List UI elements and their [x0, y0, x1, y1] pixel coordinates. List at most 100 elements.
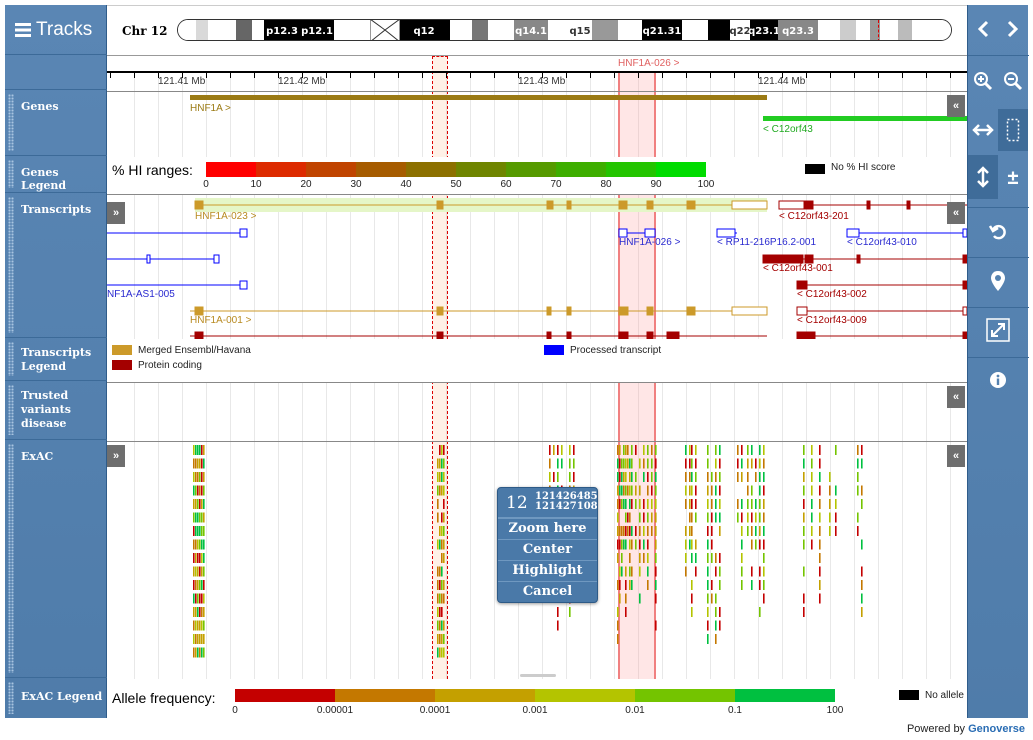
exac-variant[interactable]: [441, 458, 443, 469]
exac-variant[interactable]: [203, 553, 205, 563]
exac-variant[interactable]: [707, 512, 709, 523]
exac-variant[interactable]: [691, 472, 693, 482]
exac-variant[interactable]: [715, 553, 717, 563]
exac-variant[interactable]: [689, 512, 691, 523]
exac-variant[interactable]: [197, 647, 199, 658]
exac-variant[interactable]: [647, 526, 649, 536]
exac-variant[interactable]: [443, 647, 445, 658]
exac-variant[interactable]: [643, 445, 645, 455]
transcript-exon[interactable]: [846, 228, 860, 238]
exac-variant[interactable]: [437, 634, 439, 644]
exac-variant[interactable]: [441, 620, 443, 631]
exac-variant[interactable]: [741, 580, 743, 590]
exac-variant[interactable]: [441, 445, 443, 455]
transcript-exon[interactable]: [796, 306, 808, 316]
exac-variant[interactable]: [621, 472, 623, 482]
exac-variant[interactable]: [439, 539, 441, 550]
exac-variant[interactable]: [441, 634, 443, 644]
exac-variant[interactable]: [619, 499, 621, 509]
exac-variant[interactable]: [193, 499, 195, 509]
exac-variant[interactable]: [763, 472, 765, 482]
exac-variant[interactable]: [625, 593, 627, 604]
exac-variant[interactable]: [759, 445, 761, 455]
transcript-exon[interactable]: [566, 306, 572, 316]
transcript-exon[interactable]: [146, 254, 151, 264]
exac-variant[interactable]: [437, 512, 439, 523]
exac-variant[interactable]: [631, 539, 633, 550]
exac-variant[interactable]: [569, 607, 571, 617]
exac-variant[interactable]: [803, 485, 805, 496]
track-label-transcripts[interactable]: Transcripts: [5, 193, 107, 338]
zoom-here-button[interactable]: Zoom here: [498, 518, 597, 539]
exac-variant[interactable]: [651, 458, 653, 469]
exac-variant[interactable]: [719, 566, 721, 577]
exac-variant[interactable]: [861, 593, 863, 604]
exac-variant[interactable]: [199, 620, 201, 631]
exac-variant[interactable]: [715, 593, 717, 604]
exac-variant[interactable]: [715, 472, 717, 482]
exac-variant[interactable]: [835, 526, 837, 536]
exac-variant[interactable]: [625, 566, 627, 577]
exac-variant[interactable]: [617, 485, 619, 496]
exac-variant[interactable]: [197, 634, 199, 644]
transcript-exon[interactable]: [566, 200, 572, 210]
exac-variant[interactable]: [741, 445, 743, 455]
exac-variant[interactable]: [819, 553, 821, 563]
exac-variant[interactable]: [747, 445, 749, 455]
exac-variant[interactable]: [625, 472, 627, 482]
exac-variant[interactable]: [443, 458, 445, 469]
exac-variant[interactable]: [199, 485, 201, 496]
tracks-menu-button[interactable]: Tracks: [5, 5, 107, 55]
exac-variant[interactable]: [619, 485, 621, 496]
exac-variant[interactable]: [707, 553, 709, 563]
exac-variant[interactable]: [617, 607, 619, 617]
exac-variant[interactable]: [639, 499, 641, 509]
exac-variant[interactable]: [197, 553, 199, 563]
exac-variant[interactable]: [647, 485, 649, 496]
exac-variant[interactable]: [803, 566, 805, 577]
exac-variant[interactable]: [201, 553, 203, 563]
track-label-genes[interactable]: Genes: [5, 90, 107, 156]
exac-variant[interactable]: [203, 634, 205, 644]
exac-variant[interactable]: [755, 512, 757, 523]
exac-variant[interactable]: [719, 620, 721, 631]
exac-variant[interactable]: [861, 607, 863, 617]
exac-variant[interactable]: [643, 499, 645, 509]
exac-variant[interactable]: [631, 445, 633, 455]
drag-handle-icon[interactable]: [8, 160, 14, 188]
exac-variant[interactable]: [755, 499, 757, 509]
karyotype-position-marker[interactable]: [878, 20, 880, 40]
exac-variant[interactable]: [811, 472, 813, 482]
vertical-resize-button[interactable]: [968, 155, 998, 199]
exac-variant[interactable]: [741, 472, 743, 482]
exac-variant[interactable]: [741, 526, 743, 536]
exac-variant[interactable]: [759, 566, 761, 577]
exac-variant[interactable]: [439, 593, 441, 604]
transcript-exon[interactable]: [716, 228, 736, 238]
expand-track-button[interactable]: »: [107, 445, 125, 467]
exac-variant[interactable]: [719, 458, 721, 469]
drag-handle-icon[interactable]: [8, 342, 14, 376]
exac-variant[interactable]: [199, 593, 201, 604]
exac-variant[interactable]: [617, 472, 619, 482]
exac-variant[interactable]: [647, 553, 649, 563]
exac-variant[interactable]: [655, 472, 657, 482]
exac-variant[interactable]: [737, 458, 739, 469]
exac-variant[interactable]: [759, 485, 761, 496]
exac-variant[interactable]: [707, 607, 709, 617]
exac-variant[interactable]: [751, 512, 753, 523]
exac-variant[interactable]: [763, 499, 765, 509]
exac-variant[interactable]: [691, 553, 693, 563]
exac-variant[interactable]: [203, 566, 205, 577]
exac-variant[interactable]: [685, 499, 687, 509]
exac-variant[interactable]: [569, 458, 571, 469]
exac-variant[interactable]: [629, 458, 631, 469]
exac-variant[interactable]: [441, 580, 443, 590]
exac-variant[interactable]: [621, 485, 623, 496]
exac-variant[interactable]: [803, 499, 805, 509]
exac-variant[interactable]: [751, 526, 753, 536]
exac-variant[interactable]: [201, 485, 203, 496]
exac-variant[interactable]: [857, 445, 859, 455]
exac-variant[interactable]: [635, 445, 637, 455]
exac-variant[interactable]: [197, 512, 199, 523]
